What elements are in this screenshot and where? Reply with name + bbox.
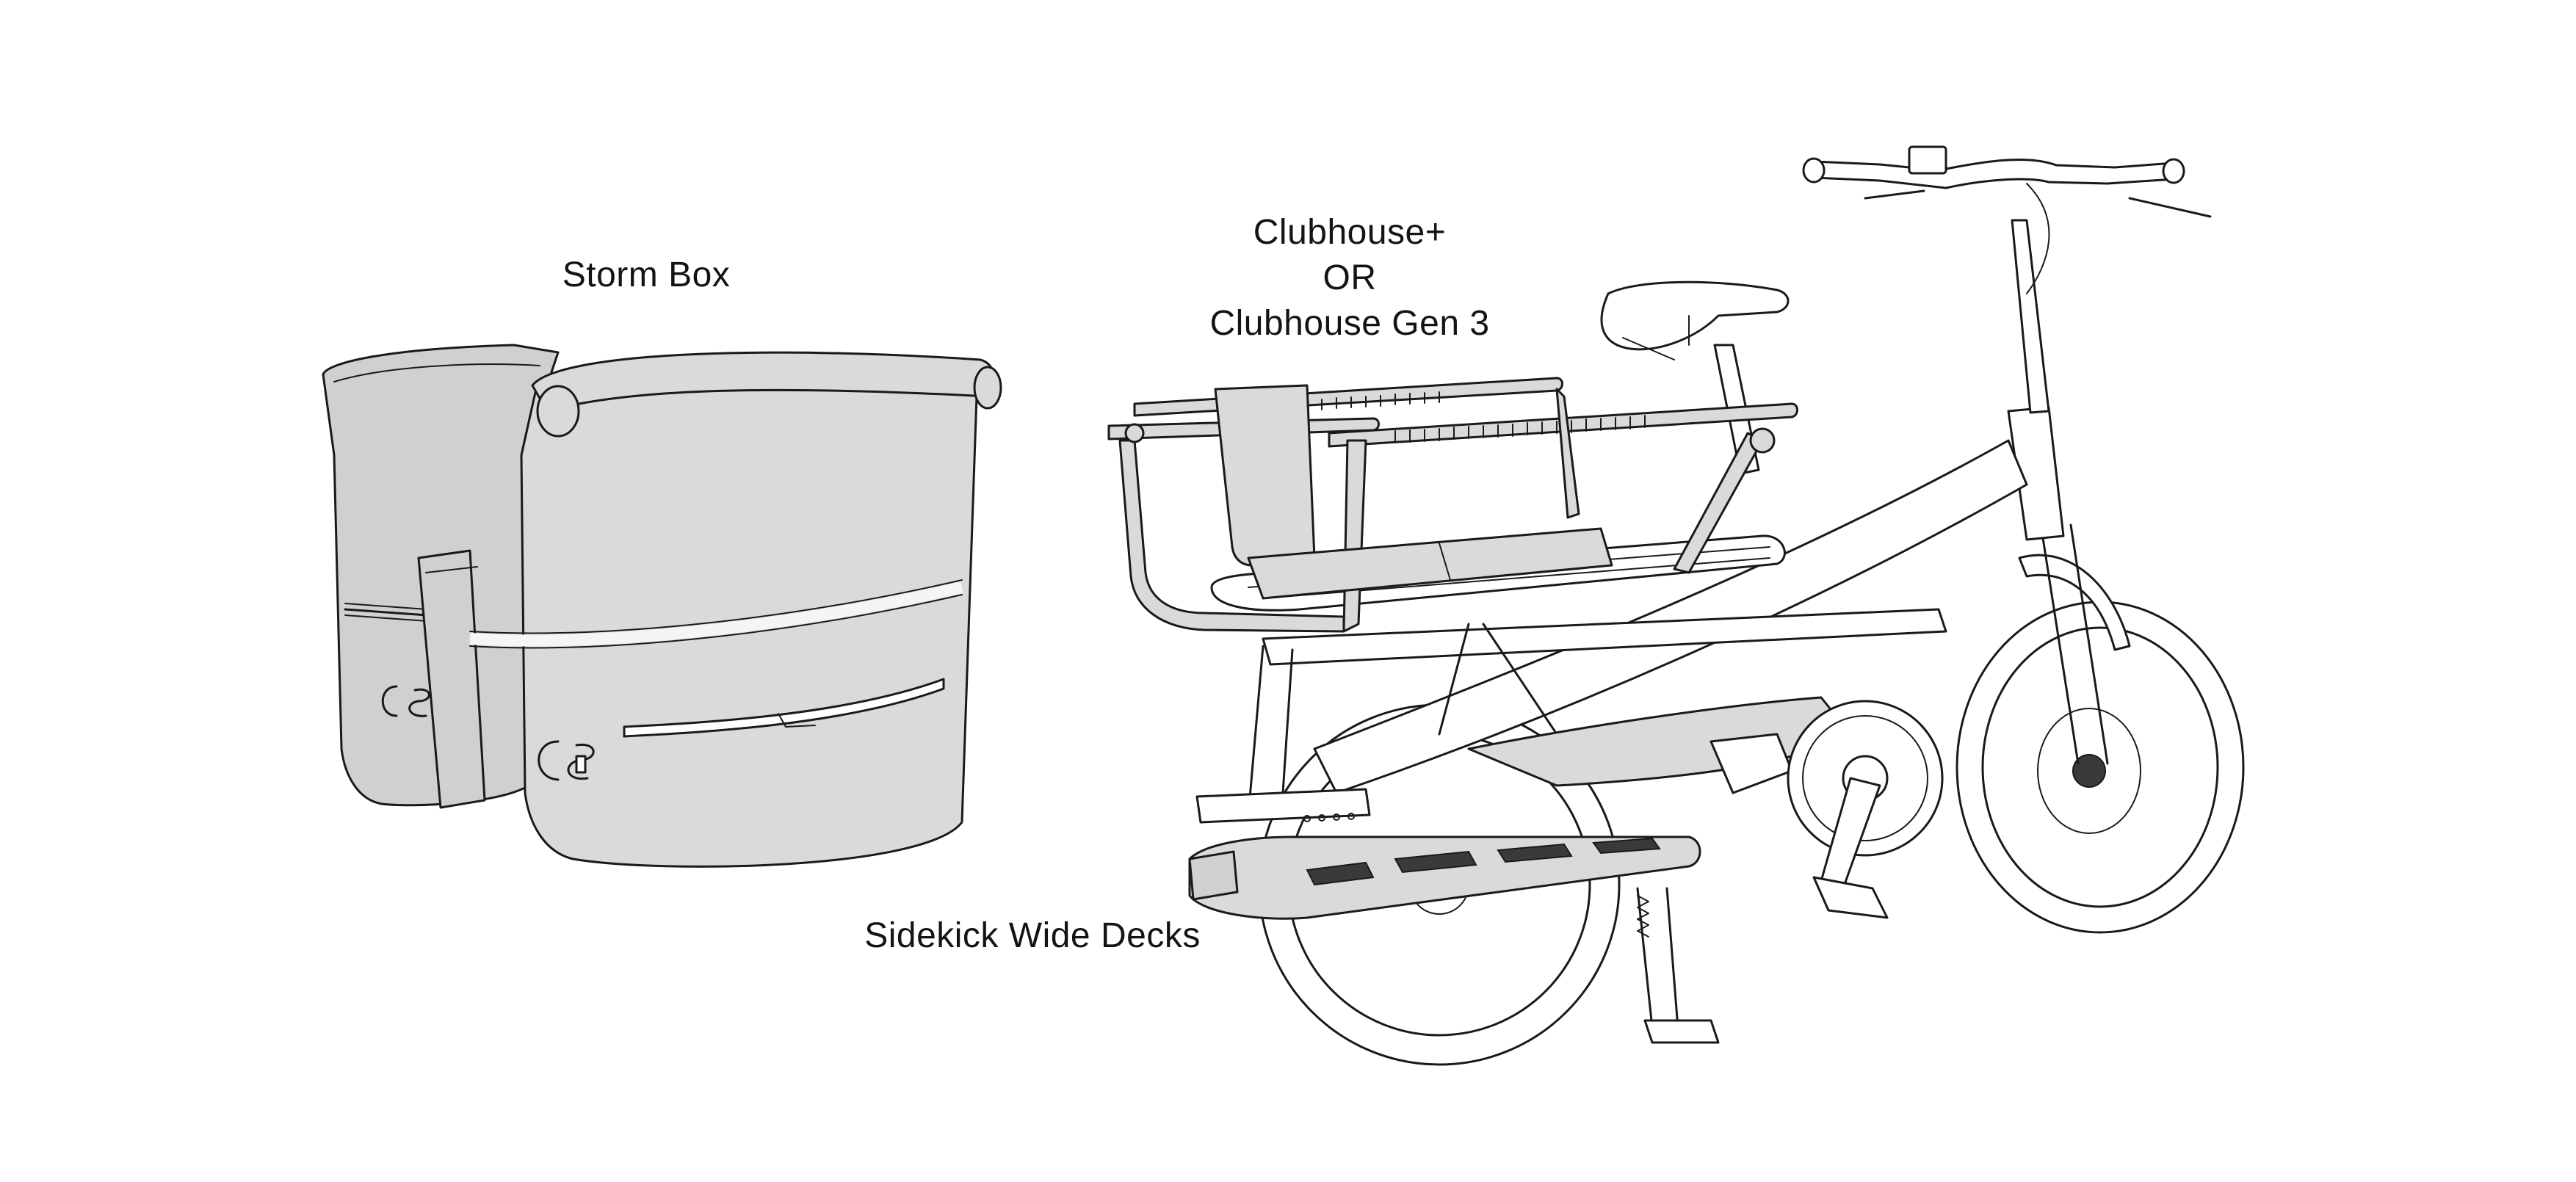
clubhouse-illustration (1107, 377, 1798, 633)
storm-box-label: Storm Box (562, 255, 731, 294)
sidekick-wide-decks-label: Sidekick Wide Decks (864, 916, 1201, 955)
cargo-bike-illustration (1107, 145, 2245, 1066)
or-label: OR (1323, 258, 1377, 297)
storm-box-illustration (322, 344, 1002, 868)
clubhouse-gen3-label: Clubhouse Gen 3 (1209, 304, 1490, 343)
clubhouse-plus-label: Clubhouse+ (1253, 213, 1447, 252)
